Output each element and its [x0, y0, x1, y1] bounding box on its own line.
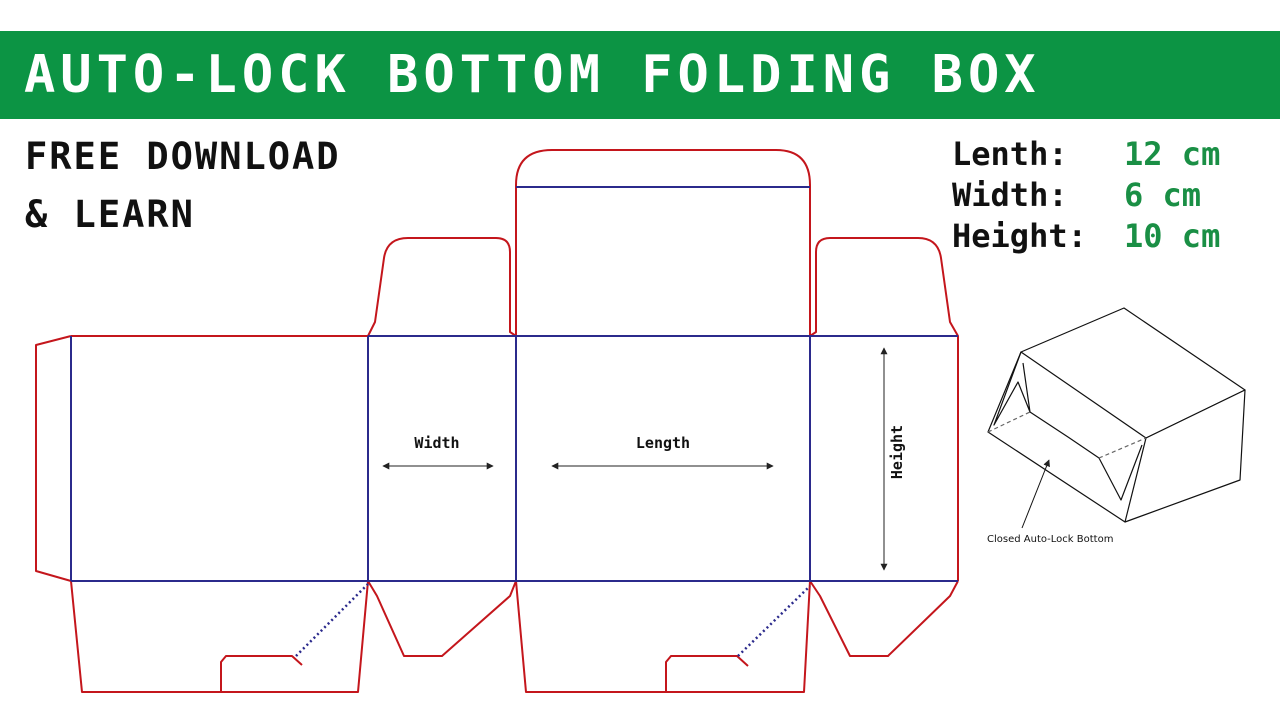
- glue-flap-cut: [35, 335, 72, 582]
- dimension-arrows: [382, 347, 888, 571]
- closed-box-illustration: [987, 307, 1246, 523]
- dimension-value: 6 cm: [1124, 176, 1202, 214]
- length-label: Length: [636, 434, 690, 452]
- illustration-caption: Closed Auto-Lock Bottom: [987, 534, 1113, 545]
- promo-line-2: & LEARN: [25, 193, 195, 236]
- bottom-lock-center: [1029, 411, 1100, 459]
- dimension-value: 10 cm: [1124, 217, 1221, 255]
- hidden-edge: [987, 411, 1147, 459]
- dimensions-panel: Lenth: 12 cm Width: 6 cm Height: 10 cm: [952, 134, 1220, 257]
- bottom-flap-3-lock-cut: [665, 655, 749, 692]
- top-tuck-flap-cut: [515, 149, 811, 336]
- bottom-flap-4-cut: [809, 580, 959, 657]
- width-label: Width: [414, 434, 459, 452]
- bottom-flap-1-lock-cut: [220, 655, 303, 692]
- promo-line-1: FREE DOWNLOAD: [25, 135, 341, 178]
- dimension-value: 12 cm: [1124, 135, 1221, 173]
- bottom-lock-flap-right: [1098, 444, 1143, 501]
- perforation-line: [295, 583, 369, 657]
- bottom-flap-2-cut: [367, 580, 517, 657]
- dimension-label: Lenth:: [952, 135, 1068, 173]
- cut-lines: [35, 149, 959, 693]
- top-dust-flap-right-cut: [809, 237, 959, 581]
- bottom-flap-3-cut: [515, 580, 811, 693]
- perforation-lines: [295, 583, 811, 657]
- bottom-flap-1-cut: [70, 580, 369, 693]
- fold-lines: [70, 186, 958, 582]
- title-banner: AUTO-LOCK BOTTOM FOLDING BOX: [0, 31, 1280, 119]
- top-dust-flap-left-cut: [367, 237, 517, 337]
- callout-arrow: [1021, 459, 1050, 529]
- dimension-label: Width:: [952, 176, 1068, 214]
- dimension-label: Height:: [952, 217, 1087, 255]
- dimension-width: Width: 6 cm: [952, 175, 1220, 216]
- box-front-face: [1124, 389, 1246, 523]
- bottom-lock-flap-left: [993, 351, 1031, 426]
- dimension-height: Height: 10 cm: [952, 216, 1220, 257]
- dimension-length: Lenth: 12 cm: [952, 134, 1220, 175]
- perforation-line: [737, 585, 811, 657]
- height-label: Height: [888, 425, 906, 479]
- page-title: AUTO-LOCK BOTTOM FOLDING BOX: [24, 45, 1041, 105]
